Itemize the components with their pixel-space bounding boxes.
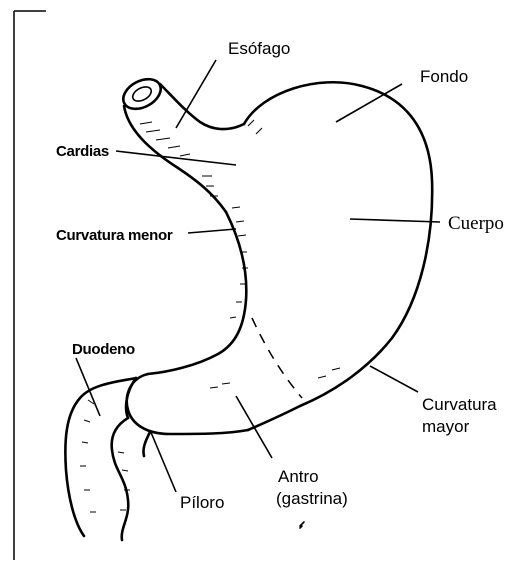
label-fondo: Fondo	[420, 67, 468, 86]
leader-cardias	[116, 151, 236, 165]
label-cardias: Cardias	[56, 143, 109, 160]
label-curvatura-mayor-line2: mayor	[422, 417, 470, 436]
label-curvatura-mayor-line1: Curvatura	[422, 395, 497, 414]
leader-antro	[236, 396, 272, 458]
shading-hatches	[80, 120, 340, 512]
label-esofago: Esófago	[228, 39, 290, 58]
leader-fondo	[336, 84, 402, 122]
leader-curvatura-mayor	[370, 366, 418, 392]
stray-mark	[300, 522, 304, 528]
label-curvatura-menor: Curvatura menor	[56, 227, 173, 244]
label-antro-line1: Antro	[278, 467, 319, 486]
label-antro-line2: (gastrina)	[276, 489, 348, 508]
antrum-boundary-dashed	[252, 318, 302, 398]
leader-piloro	[150, 430, 176, 492]
leader-cuerpo	[350, 219, 440, 222]
label-cuerpo: Cuerpo	[448, 213, 504, 234]
label-piloro: Píloro	[180, 493, 224, 512]
label-duodeno: Duodeno	[72, 341, 135, 358]
esophagus-shape	[118, 73, 244, 212]
leader-curvatura-menor	[188, 229, 236, 233]
